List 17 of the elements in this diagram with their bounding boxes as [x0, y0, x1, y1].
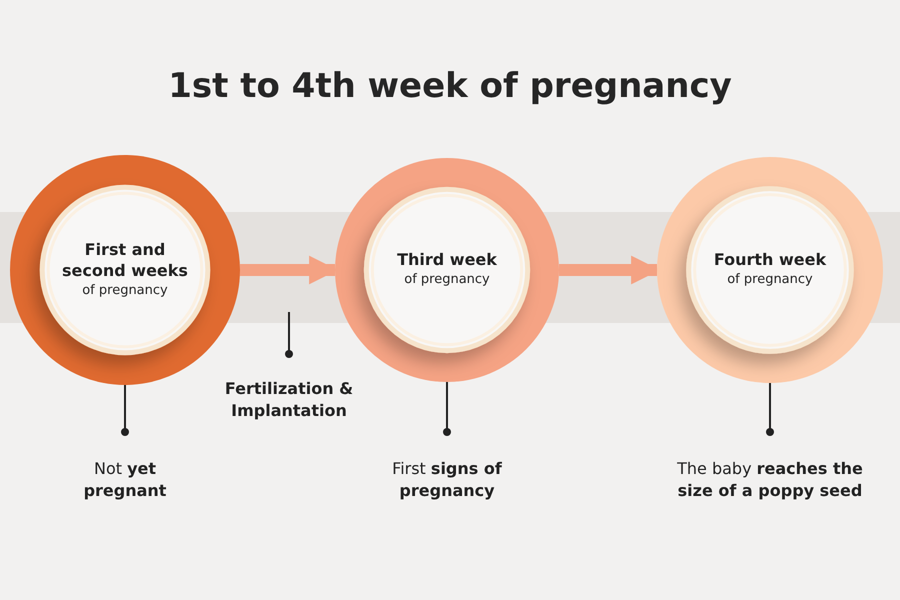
leader-line	[443, 382, 451, 436]
leader-line	[766, 383, 774, 436]
ring-circle	[335, 158, 559, 382]
title: 1st to 4th week of pregnancy	[167, 66, 733, 106]
caption-text: First signs of pregnancy	[391, 458, 503, 502]
circle-heading: Fourth week	[714, 249, 826, 270]
circle-heading: Third week	[397, 249, 497, 270]
leader-line	[285, 312, 293, 358]
circle-heading: First and second weeks	[61, 238, 189, 281]
leader-line	[121, 385, 129, 436]
circle-subtitle: of pregnancy	[727, 271, 813, 290]
circle-subtitle: of pregnancy	[404, 271, 490, 290]
ring-circle	[657, 157, 883, 383]
caption-text: Fertilization & Implantation	[224, 378, 354, 422]
caption-text: Not yet pregnant	[82, 458, 168, 502]
caption-text: The baby reaches the size of a poppy seed	[676, 458, 864, 502]
circle-subtitle: of pregnancy	[82, 282, 168, 300]
